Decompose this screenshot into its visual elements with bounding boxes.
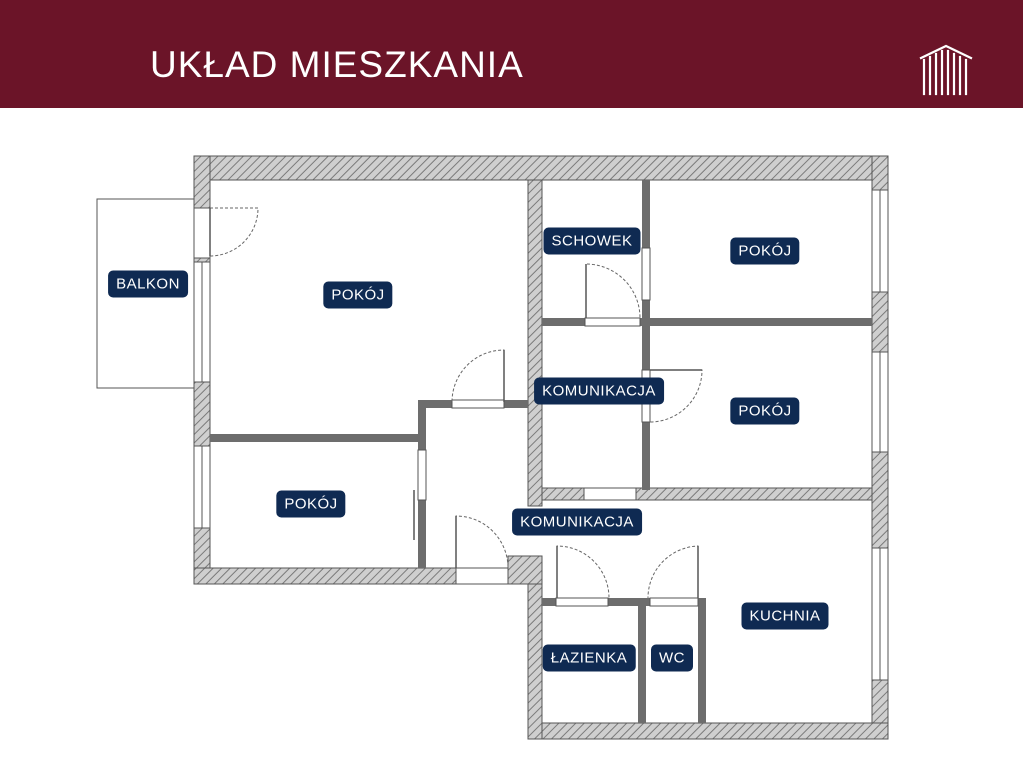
room-label-pokoj-top-right: POKÓJ	[730, 237, 800, 265]
floor-plan	[96, 155, 889, 740]
room-label-schowek: SCHOWEK	[543, 227, 641, 255]
room-label-pokoj-main: POKÓJ	[323, 281, 393, 309]
wall-central	[527, 179, 543, 507]
building-logo-icon	[919, 44, 973, 96]
room-label-komunikacja-upper: KOMUNIKACJA	[534, 377, 664, 405]
room-label-pokoj-bottom-left: POKÓJ	[276, 490, 346, 518]
wall-bottom-right	[527, 722, 889, 740]
room-label-lazienka: ŁAZIENKA	[542, 644, 636, 672]
header-bar: UKŁAD MIESZKANIA	[0, 0, 1023, 108]
room-label-komunikacja-lower: KOMUNIKACJA	[512, 508, 642, 536]
page-title: UKŁAD MIESZKANIA	[150, 44, 524, 85]
room-label-balkon: BALKON	[108, 270, 188, 298]
wall-top	[193, 155, 889, 181]
room-label-wc: WC	[651, 644, 693, 672]
room-label-kuchnia: KUCHNIA	[741, 602, 829, 630]
room-label-pokoj-mid-right: POKÓJ	[730, 397, 800, 425]
